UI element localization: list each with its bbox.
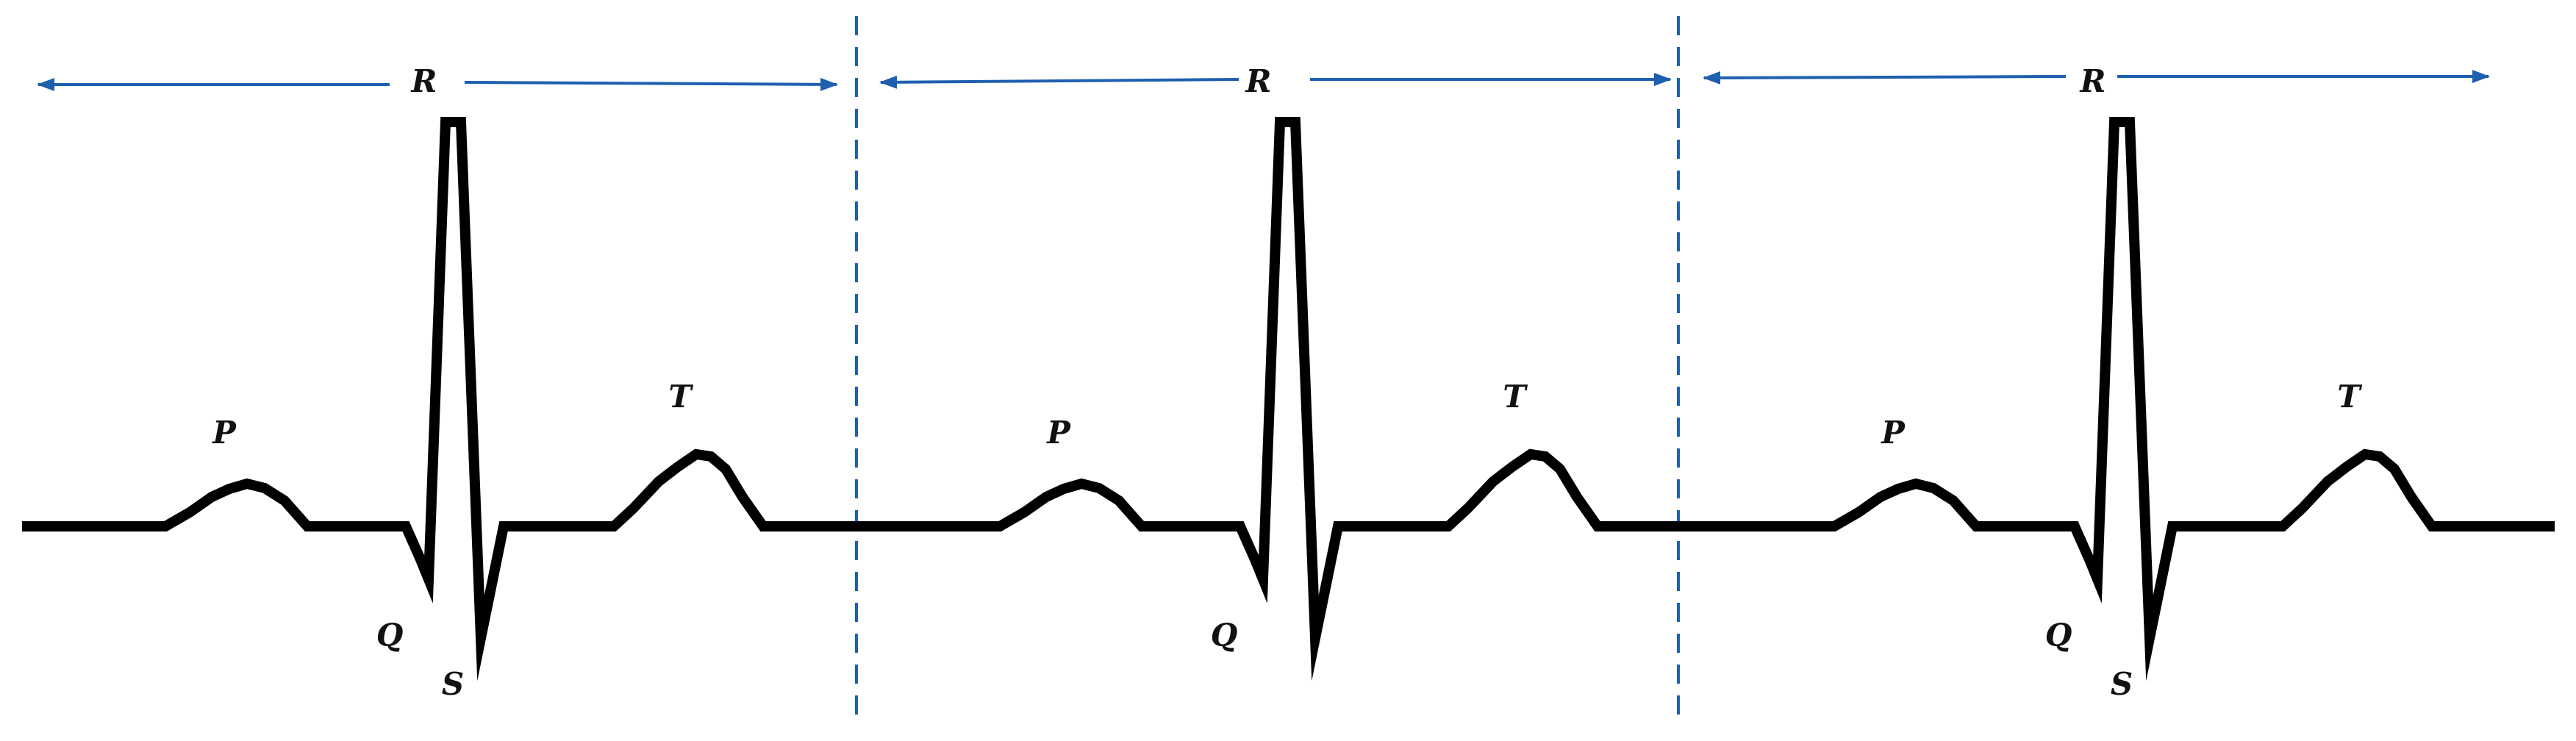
wave-label-q: Q: [2045, 617, 2072, 653]
ecg-trace: [22, 117, 2555, 681]
rr-interval-arrow-left: [1703, 71, 2067, 85]
wave-label-t: T: [2337, 379, 2362, 415]
wave-label-s: S: [442, 666, 464, 702]
wave-label-r: R: [411, 63, 437, 99]
rr-interval-arrow-right: [464, 77, 838, 91]
wave-label-t: T: [668, 379, 693, 415]
rr-interval-arrow-left: [879, 75, 1239, 89]
wave-label-p: P: [212, 415, 237, 451]
wave-label-r: R: [1245, 63, 1272, 99]
wave-label-q: Q: [1211, 617, 1238, 653]
ecg-trace-layer: [22, 117, 2555, 681]
wave-label-p: P: [1881, 415, 1906, 451]
rr-interval-arrows: [37, 70, 2490, 91]
wave-label-r: R: [2080, 63, 2106, 99]
wave-labels: R P T Q S R P T Q R P T Q S: [212, 63, 2362, 702]
wave-label-q: Q: [376, 617, 404, 653]
wave-label-p: P: [1046, 415, 1071, 451]
wave-label-t: T: [1503, 379, 1528, 415]
beat-boundaries: [855, 16, 1680, 719]
wave-label-s: S: [2111, 666, 2133, 702]
